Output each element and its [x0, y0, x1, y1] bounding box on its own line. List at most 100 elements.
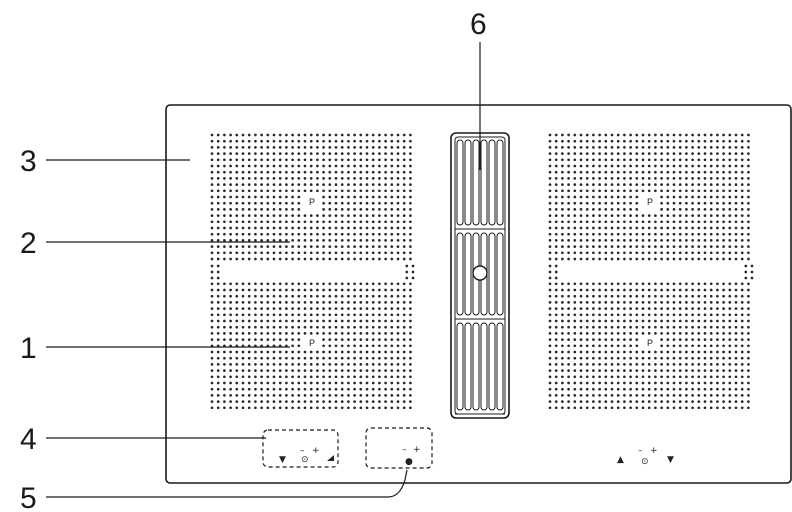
zone-dot: [747, 307, 750, 310]
zone-dot: [598, 288, 601, 292]
zone-dot: [297, 406, 301, 410]
zone-dot: [598, 152, 601, 155]
zone-dot: [703, 139, 707, 143]
zone-dot: [647, 294, 651, 298]
zone-dot: [554, 257, 558, 261]
zone-dot: [629, 400, 632, 403]
zone-dot: [384, 195, 387, 199]
zone-dot: [303, 356, 307, 360]
zone-dot: [672, 214, 676, 217]
boost-wedge-icon[interactable]: [327, 455, 334, 461]
zone-dot: [567, 307, 570, 310]
zone-dot: [328, 201, 332, 205]
zone-dot: [744, 264, 748, 268]
up-arrow-icon[interactable]: ▲: [617, 455, 624, 465]
plus-icon[interactable]: +: [413, 445, 421, 455]
zone-dot: [260, 400, 263, 403]
zone-dot: [629, 325, 632, 329]
zone-dot: [610, 325, 614, 329]
zone-dot: [359, 251, 363, 255]
zone-dot: [402, 208, 406, 211]
zone-dot: [254, 220, 257, 224]
zone-dot: [316, 146, 319, 149]
zone-dot: [747, 294, 750, 298]
zone-dot: [241, 146, 245, 149]
zone-dot: [297, 232, 301, 236]
zone-dot: [734, 251, 738, 255]
zone-dot: [229, 282, 232, 286]
zone-dot: [328, 307, 332, 310]
zone-dot: [604, 133, 608, 137]
zone-dot: [334, 232, 338, 236]
zone-dot: [278, 381, 282, 385]
zone-dot: [573, 282, 577, 286]
zone-dot: [629, 158, 632, 162]
zone-dot: [390, 344, 394, 348]
zone-dot: [297, 239, 301, 242]
zone-dot: [666, 177, 670, 180]
zone-dot: [740, 319, 744, 323]
zone-dot: [579, 183, 583, 186]
zone-dot: [722, 282, 725, 286]
down-arrow-icon[interactable]: ▼: [279, 455, 286, 465]
zone-dot: [728, 394, 732, 397]
timer-icon[interactable]: ⊙: [301, 455, 309, 465]
zone-dot: [390, 325, 394, 329]
zone-dot: [365, 288, 369, 292]
plus-icon[interactable]: +: [312, 446, 320, 456]
zone-dot: [353, 394, 356, 397]
zone-dot: [384, 183, 387, 186]
zone-dot: [365, 214, 369, 217]
zone-dot: [328, 232, 332, 236]
zone-dot: [685, 146, 688, 149]
zone-dot: [303, 183, 307, 186]
minus-icon[interactable]: –: [402, 445, 407, 455]
zone-dot: [561, 257, 564, 261]
zone-dot: [567, 195, 570, 199]
zone-dot: [254, 288, 257, 292]
zone-dot: [378, 245, 381, 248]
zone-dot: [291, 332, 294, 335]
zone-dot: [709, 338, 713, 341]
zone-dot: [278, 146, 282, 149]
zone-dot: [740, 170, 744, 174]
zone-dot: [579, 394, 583, 397]
zone-dot: [598, 307, 601, 310]
zone-dot: [297, 183, 301, 186]
zone-dot: [316, 356, 319, 360]
zone-dot: [592, 282, 595, 286]
power-icon[interactable]: ●: [405, 457, 413, 467]
zone-dot: [322, 301, 325, 304]
plus-icon[interactable]: +: [650, 446, 658, 456]
zone-dot: [716, 177, 719, 180]
zone-dot: [235, 301, 239, 304]
zone-dot: [740, 325, 744, 329]
zone-dot: [322, 139, 325, 143]
zone-dot: [747, 183, 750, 186]
zone-dot: [223, 282, 226, 286]
zone-dot: [747, 251, 750, 255]
zone-dot: [623, 288, 626, 292]
zone-dot: [734, 400, 738, 403]
zone-dot: [241, 152, 245, 155]
zone-dot: [610, 294, 614, 298]
zone-dot: [585, 406, 589, 410]
minus-icon[interactable]: –: [300, 446, 305, 456]
zone-dot: [740, 245, 744, 248]
zone-dot: [309, 257, 313, 261]
zone-dot: [573, 189, 577, 193]
timer-icon[interactable]: ⊙: [641, 457, 649, 467]
zone-dot: [647, 146, 651, 149]
zone-dot: [654, 406, 657, 410]
zone-dot: [554, 232, 558, 236]
zone-dot: [623, 226, 626, 230]
zone-mark-right-lower: P: [647, 338, 653, 348]
zone-dot: [303, 387, 307, 391]
down-arrow-icon[interactable]: ▼: [667, 455, 674, 465]
zone-dot: [347, 394, 350, 397]
minus-icon[interactable]: –: [638, 446, 643, 456]
zone-dot: [672, 394, 676, 397]
zone-dot: [585, 344, 589, 348]
zone-dot: [353, 400, 356, 403]
zone-dot: [247, 282, 251, 286]
